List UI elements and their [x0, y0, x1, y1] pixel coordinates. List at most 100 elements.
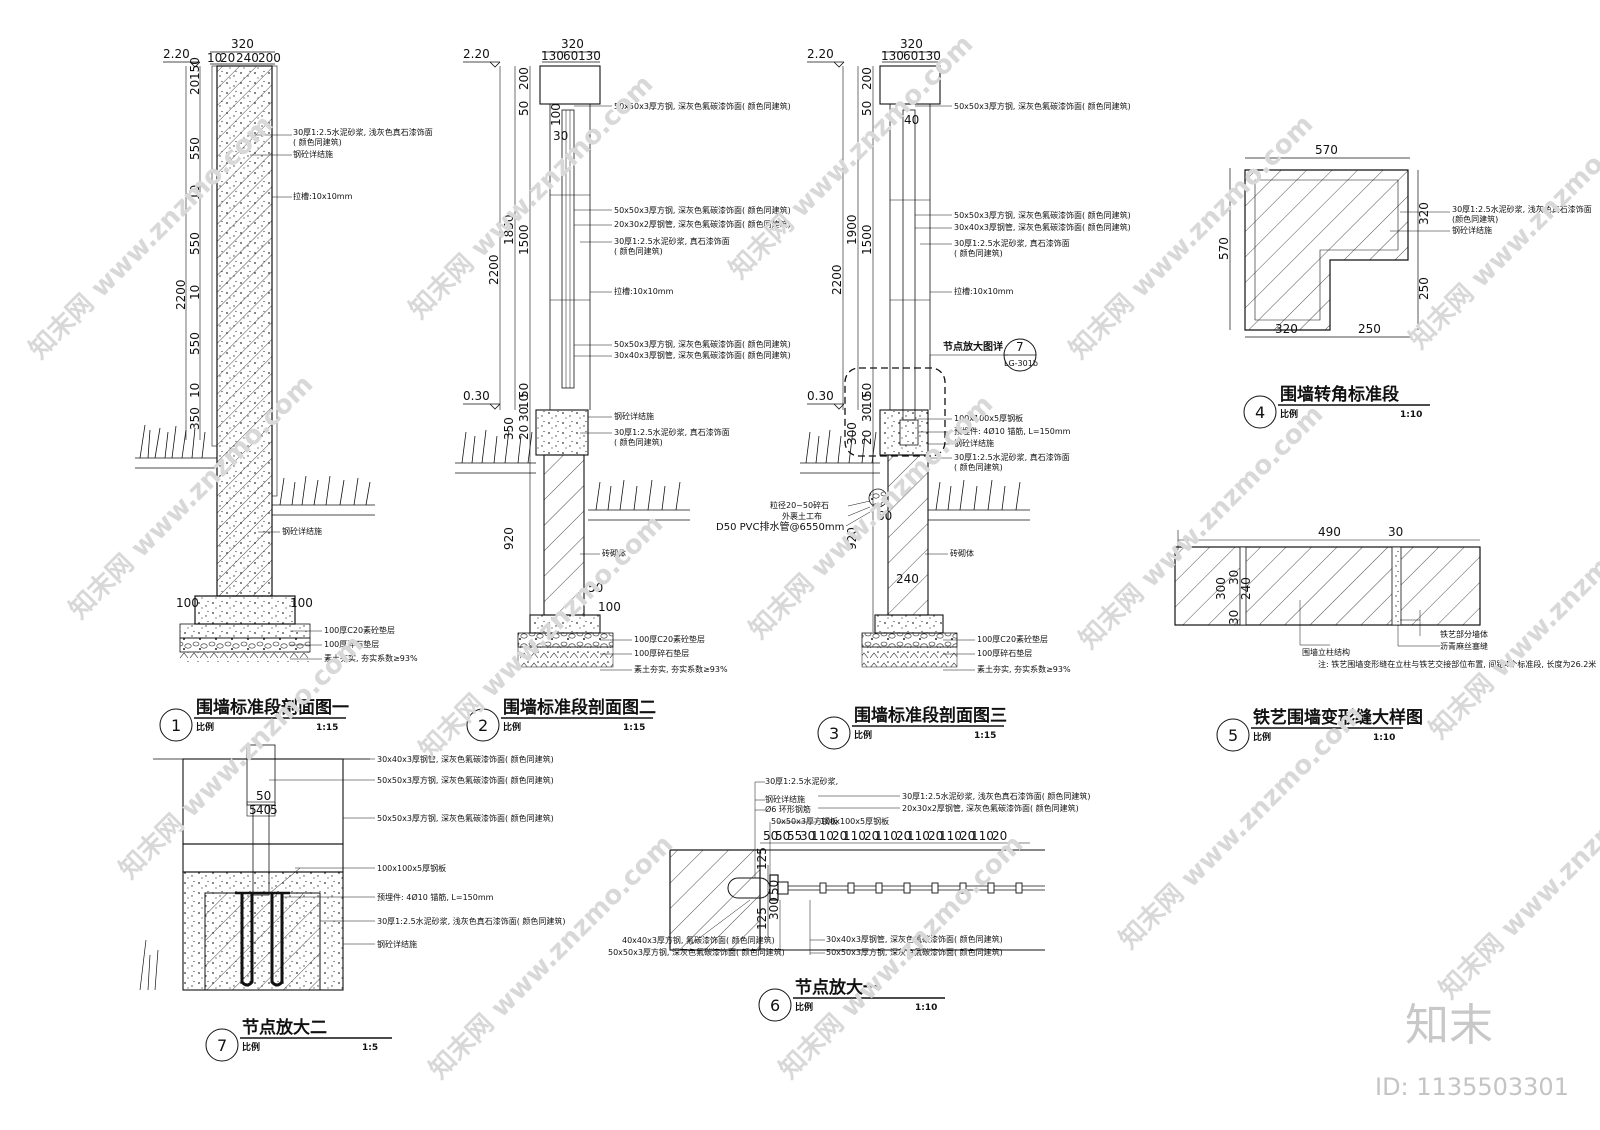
note: 50x50x3厚方钢, 深灰色氟碳漆饰面( 颜色同建筑)	[614, 205, 791, 215]
dim-top: 490	[1318, 525, 1341, 539]
watermark-id: ID: 1135503301	[1375, 1073, 1569, 1101]
elevation-marker	[807, 403, 845, 410]
gravel-layer	[861, 632, 958, 648]
dim-top: 110	[843, 829, 866, 843]
dim-bottom: 100	[290, 596, 313, 610]
dim-top: 110	[939, 829, 962, 843]
note: 100厚碎石垫层	[977, 648, 1032, 658]
dim-left: 1850	[502, 214, 516, 245]
note: 50x50x3厚方钢, 深灰色氟碳漆饰面( 颜色同建筑)	[614, 101, 791, 111]
scale-value: 1:10	[915, 1003, 937, 1013]
dim-left: 30	[517, 407, 531, 422]
note: 20x30x2厚钢管, 深灰色氟碳漆饰面( 颜色同建筑)	[614, 219, 791, 229]
dim-top: 30	[800, 829, 815, 843]
rc-core	[204, 892, 321, 991]
dim-top: 60	[903, 49, 918, 63]
note: 30厚1:2.5水泥砂浆, 浅灰色真石漆饰面( 颜色同建筑)	[377, 916, 566, 926]
note: 沥青麻丝塞缝	[1440, 641, 1488, 651]
dim-width: 320	[900, 37, 923, 51]
title-number: 2	[478, 716, 488, 735]
note: 100厚碎石垫层	[634, 648, 689, 658]
dim-top: 130	[541, 49, 564, 63]
grass-tuft	[139, 939, 159, 991]
dim-top: 130	[881, 49, 904, 63]
steel-railing	[902, 109, 916, 421]
note: 砖砌体	[602, 548, 626, 558]
elevation-label: 2.20	[163, 47, 190, 61]
grass-left	[800, 429, 880, 474]
elevation-marker	[463, 61, 501, 68]
note: 预埋件: 4Ø10 锚筋, L=150mm	[954, 426, 1071, 436]
grass-left	[455, 429, 536, 474]
elevation-marker	[463, 403, 501, 410]
dim-left: 350	[188, 407, 202, 430]
callout-ref: LG-301b	[1004, 359, 1038, 368]
watermark-text: 知末网 www.znzmo.com	[1434, 749, 1600, 1004]
note: 钢砼详结施	[282, 526, 322, 536]
title-number: 6	[770, 996, 780, 1015]
title-number-circle	[817, 716, 851, 750]
scale-label: 比例	[242, 1041, 260, 1053]
note: 钢砼详结施	[293, 149, 333, 159]
watermark-brand: 知末	[1405, 1000, 1493, 1051]
dim-left: 50	[517, 101, 531, 116]
scale-label: 比例	[196, 721, 214, 733]
dim-top: 20	[992, 829, 1007, 843]
section-drawing-3: 2.20 0.30 320 130 60 130 节点放大图详 7 LG-301…	[716, 37, 1131, 674]
dim-side: 50	[767, 880, 781, 895]
scale-value: 1:15	[623, 723, 645, 733]
dim-left: 50	[517, 383, 531, 398]
rail-bar-section	[847, 882, 855, 894]
note: 30x40x3厚钢管, 深灰色氟碳漆饰面( 颜色同建筑)	[614, 350, 791, 360]
dim-top: 200	[258, 51, 281, 65]
note: ( 颜色同建筑)	[614, 246, 663, 256]
concrete-cap	[879, 409, 929, 456]
dim: 50	[256, 789, 271, 803]
note: 50x50x3厚方钢, 深灰色氟碳漆饰面( 颜色同建筑)	[954, 101, 1131, 111]
elevation-marker	[163, 61, 201, 68]
note: 20x30x2厚钢管, 深灰色氟碳漆饰面( 颜色同建筑)	[902, 803, 1079, 813]
grass-right	[272, 475, 375, 516]
drawing-title: 围墙转角标准段	[1280, 384, 1399, 405]
note: 铁艺部分墙体	[1440, 629, 1488, 639]
dim-left: 920	[502, 527, 516, 550]
title-number-circle	[1216, 718, 1250, 752]
title-number: 7	[217, 1036, 227, 1055]
note: 50x50x3厚方钢, 深灰色氟碳漆饰面( 颜色同建筑)	[377, 813, 554, 823]
dim-left: 350	[502, 417, 516, 440]
footing	[194, 595, 296, 625]
section-drawing-2: 2.20 0.30 320 130 60 130	[455, 37, 791, 674]
dim-top: 130	[918, 49, 941, 63]
dim-left: 150	[188, 57, 202, 80]
note: ( 颜色同建筑)	[954, 248, 1003, 258]
drawing-title: 节点放大一	[795, 977, 880, 998]
note: 钢砼详结施	[954, 438, 994, 448]
note: (颜色同建筑)	[1452, 214, 1498, 224]
note: 50x50x3厚方钢, 深灰色氟碳漆饰面( 颜色同建筑)	[377, 775, 554, 785]
note: 30厚1:2.5水泥砂浆,	[765, 776, 838, 786]
grass-right	[928, 479, 1030, 521]
note: 30厚1:2.5水泥砂浆, 真石漆饰面	[954, 452, 1070, 462]
drain-pipe	[868, 488, 888, 508]
dim-side: 125	[755, 847, 769, 870]
note: 30厚1:2.5水泥砂浆, 浅灰色真石漆饰面	[1452, 204, 1592, 214]
detail-drawing-7: 50 5 40 5 30x40x3厚钢管, 深灰色氟碳漆饰面( 颜色同建筑) 5…	[139, 744, 566, 991]
dim-top: 570	[1315, 143, 1338, 157]
anchor-bar	[240, 893, 254, 987]
note: ( 颜色同建筑)	[614, 437, 663, 447]
note: 30x40x3厚钢管, 深灰色氟碳漆饰面( 颜色同建筑)	[826, 934, 1003, 944]
watermark-text: 知末网 www.znzmo.com	[424, 829, 679, 1084]
scale-label: 比例	[854, 729, 872, 741]
note: 40x40x3厚方钢, 氟碳漆饰面( 颜色同建筑)	[622, 935, 775, 945]
dim-left: 10	[188, 383, 202, 398]
title-number-circle	[466, 708, 500, 742]
dim-bottom: 50	[588, 581, 603, 595]
scale-value: 1:5	[362, 1043, 378, 1053]
note: 100x100x5厚钢板	[820, 816, 889, 826]
dim: 5	[249, 803, 257, 817]
dim: 40	[256, 803, 271, 817]
note: 注: 铁艺围墙变形缝在立柱与铁艺交接部位布置, 间距4个标准段, 长度为26.2…	[1318, 659, 1596, 669]
dim-side: 300	[1214, 577, 1228, 600]
